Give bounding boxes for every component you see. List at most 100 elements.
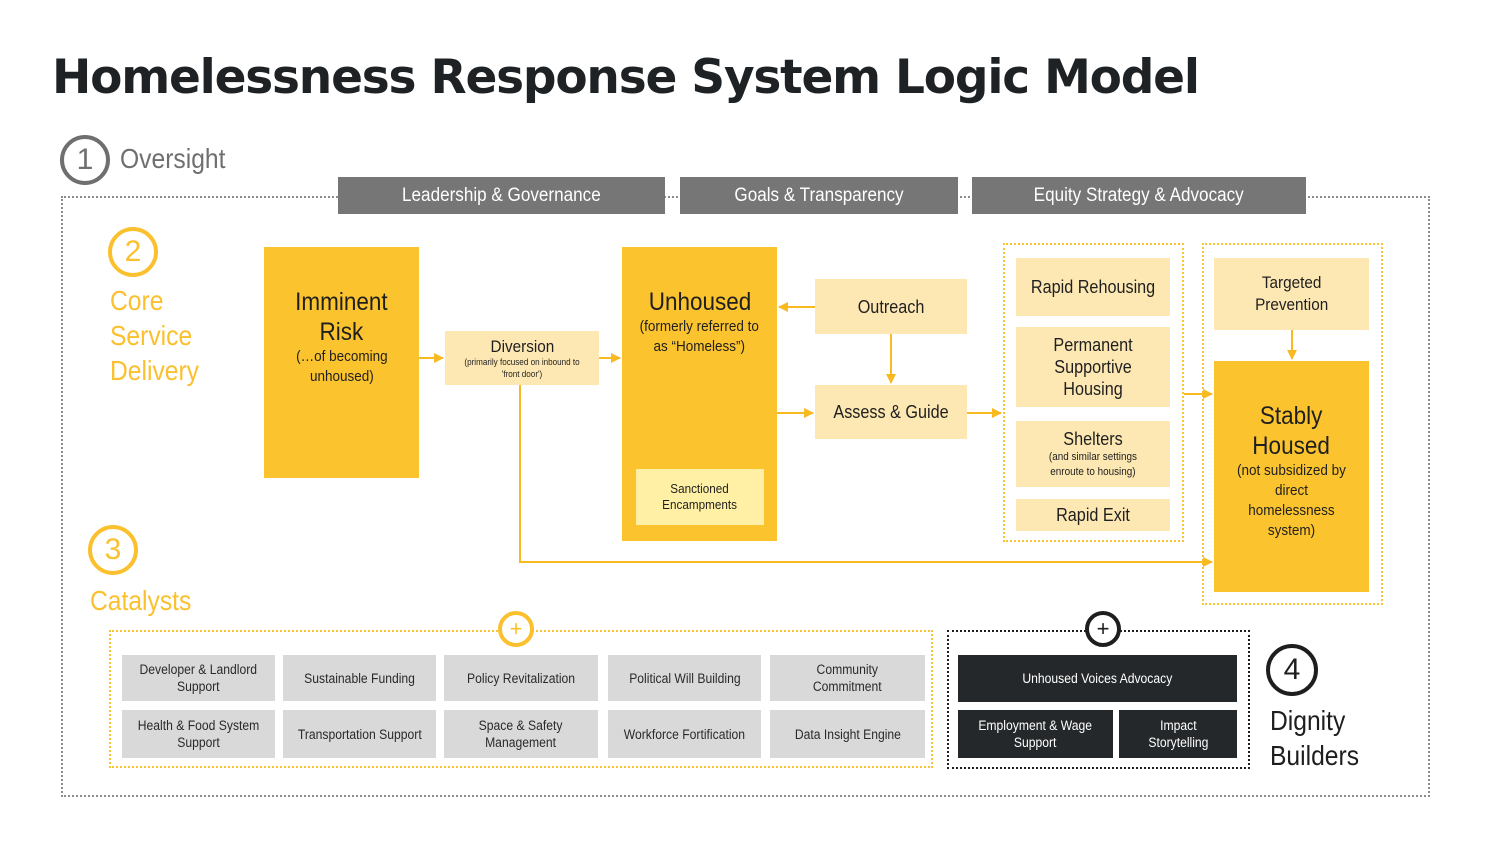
stably-housed-subtitle-line: system) (1267, 522, 1316, 539)
section-4-label: Dignity Builders (1270, 703, 1359, 773)
catalyst-tile-line: Data Insight Engine (794, 726, 901, 742)
catalyst-tile-line: Political Will Building (628, 670, 741, 686)
housing-option-subtitle-line: enroute to housing) (1050, 466, 1136, 478)
diversion-title: Diversion (490, 336, 554, 356)
catalyst-tile-line: Commitment (813, 679, 882, 694)
section-1-label: Oversight (120, 143, 226, 174)
stably-housed-title-line: Stably (1260, 402, 1323, 430)
catalyst-tile: Sustainable Funding (283, 655, 436, 701)
catalyst-tile: Political Will Building (608, 655, 761, 701)
catalyst-tile-line: Management (485, 735, 557, 750)
dignity-tile-line: Unhoused Voices Advocacy (1022, 671, 1173, 686)
sanctioned-encampments-label: Sanctioned Encampments (663, 481, 738, 513)
stably-housed-title: Stably Housed (1253, 401, 1331, 461)
housing-option-rapid-rehousing: Rapid Rehousing (1016, 258, 1170, 316)
oversight-bar-label: Goals & Transparency (734, 184, 904, 206)
imminent-risk-title-line: Imminent (295, 288, 388, 316)
section-1-number-badge: 1 (60, 135, 110, 185)
housing-option-label-line: Permanent (1053, 335, 1133, 355)
unhoused-subtitle: (formerly referred to as “Homeless”) (640, 317, 759, 357)
housing-option-label-line: Supportive (1054, 357, 1132, 377)
imminent-risk-subtitle: (…of becoming unhoused) (296, 347, 388, 387)
dignity-tile-line: Employment & Wage (978, 718, 1093, 733)
section-2-number: 2 (124, 235, 142, 268)
diversion-subtitle-line: 'front door') (501, 368, 543, 379)
catalyst-tile-line: Health & Food System (137, 718, 260, 733)
catalyst-tile-line: Policy Revitalization (466, 670, 576, 686)
catalyst-tile-line: Support (177, 735, 220, 750)
catalyst-tile-line: Transportation Support (297, 726, 422, 742)
oversight-bar-equity: Equity Strategy & Advocacy (972, 177, 1306, 214)
section-2-label: Core Service Delivery (110, 283, 199, 388)
stably-housed-box: Stably Housed (not subsidized by direct … (1214, 361, 1369, 592)
unhoused-subtitle-line: (formerly referred to (639, 318, 760, 335)
plus-symbol: + (509, 616, 523, 641)
outreach-box: Outreach (815, 279, 967, 334)
section-3-number: 3 (104, 533, 122, 566)
stably-housed-subtitle-line: direct (1274, 482, 1309, 499)
plus-symbol: + (1096, 616, 1110, 641)
catalyst-tile-line: Developer & Landlord (139, 662, 258, 677)
section-2-label-line: Service (110, 320, 193, 351)
dignity-tile-line: Support (1014, 735, 1057, 750)
catalyst-tile-line: Sustainable Funding (304, 670, 415, 686)
catalyst-tile-line: Workforce Fortification (623, 726, 746, 742)
oversight-bar-leadership: Leadership & Governance (338, 177, 665, 214)
catalyst-tile-line: Community (816, 662, 879, 677)
dignity-tile-line: Impact (1159, 718, 1197, 733)
imminent-risk-title-line: Risk (319, 318, 364, 346)
housing-option-label: Rapid Rehousing (1030, 277, 1156, 297)
targeted-prevention-label: Targeted Prevention (1255, 272, 1328, 316)
catalysts-plus-icon: + (498, 611, 534, 647)
assess-guide-box: Assess & Guide (815, 385, 967, 439)
stably-housed-subtitle: (not subsidized by direct homelessness s… (1237, 461, 1346, 541)
assess-guide-label: Assess & Guide (833, 402, 949, 422)
page-title: Homelessness Response System Logic Model (52, 50, 1200, 105)
catalyst-tile-line: Support (177, 679, 220, 694)
imminent-risk-title: Imminent Risk (295, 287, 388, 347)
section-4-number: 4 (1283, 653, 1301, 686)
housing-option-label-line: Housing (1063, 379, 1123, 399)
unhoused-box: Unhoused (formerly referred to as “Homel… (622, 247, 777, 541)
dignity-plus-icon: + (1085, 611, 1121, 647)
targeted-prevention-line: Prevention (1254, 295, 1329, 314)
dignity-tile-line: Storytelling (1147, 735, 1209, 750)
housing-option-label: Permanent Supportive Housing (1053, 334, 1132, 400)
sanctioned-encampments-box: Sanctioned Encampments (636, 469, 764, 525)
imminent-risk-subtitle-line: (…of becoming (295, 348, 388, 365)
unhoused-subtitle-line: as “Homeless”) (653, 338, 746, 355)
imminent-risk-subtitle-line: unhoused) (309, 368, 374, 385)
section-2-label-line: Core (110, 285, 164, 316)
housing-option-rapid-exit: Rapid Exit (1016, 499, 1170, 531)
oversight-bar-label: Equity Strategy & Advocacy (1033, 184, 1245, 206)
diversion-subtitle-line: (primarily focused on inbound to (464, 356, 580, 367)
catalyst-tile: Policy Revitalization (444, 655, 598, 701)
section-4-label-line: Dignity (1270, 705, 1346, 736)
housing-option-shelters: Shelters (and similar settings enroute t… (1016, 421, 1170, 487)
housing-option-label: Shelters (1063, 429, 1123, 449)
section-3-label: Catalysts (90, 585, 192, 616)
housing-option-subtitle-line: (and similar settings (1048, 451, 1138, 463)
diversion-subtitle: (primarily focused on inbound to 'front … (464, 356, 579, 380)
catalyst-tile: Workforce Fortification (608, 710, 761, 758)
section-4-number-badge: 4 (1266, 644, 1318, 696)
stably-housed-subtitle-line: homelessness (1248, 502, 1335, 519)
section-1-number: 1 (76, 143, 94, 176)
sanctioned-encampments-line: Encampments (662, 497, 738, 512)
section-2-label-line: Delivery (110, 355, 200, 386)
section-2-number-badge: 2 (108, 227, 158, 277)
section-3-number-badge: 3 (88, 525, 138, 575)
outreach-label: Outreach (857, 296, 925, 317)
housing-option-subtitle: (and similar settings enroute to housing… (1049, 450, 1137, 480)
dignity-tile: Unhoused Voices Advocacy (958, 655, 1237, 702)
diversion-box: Diversion (primarily focused on inbound … (445, 331, 599, 385)
catalyst-tile: Transportation Support (283, 710, 436, 758)
targeted-prevention-line: Targeted (1261, 273, 1322, 292)
stably-housed-title-line: Housed (1252, 432, 1331, 460)
housing-option-label: Rapid Exit (1056, 505, 1130, 525)
